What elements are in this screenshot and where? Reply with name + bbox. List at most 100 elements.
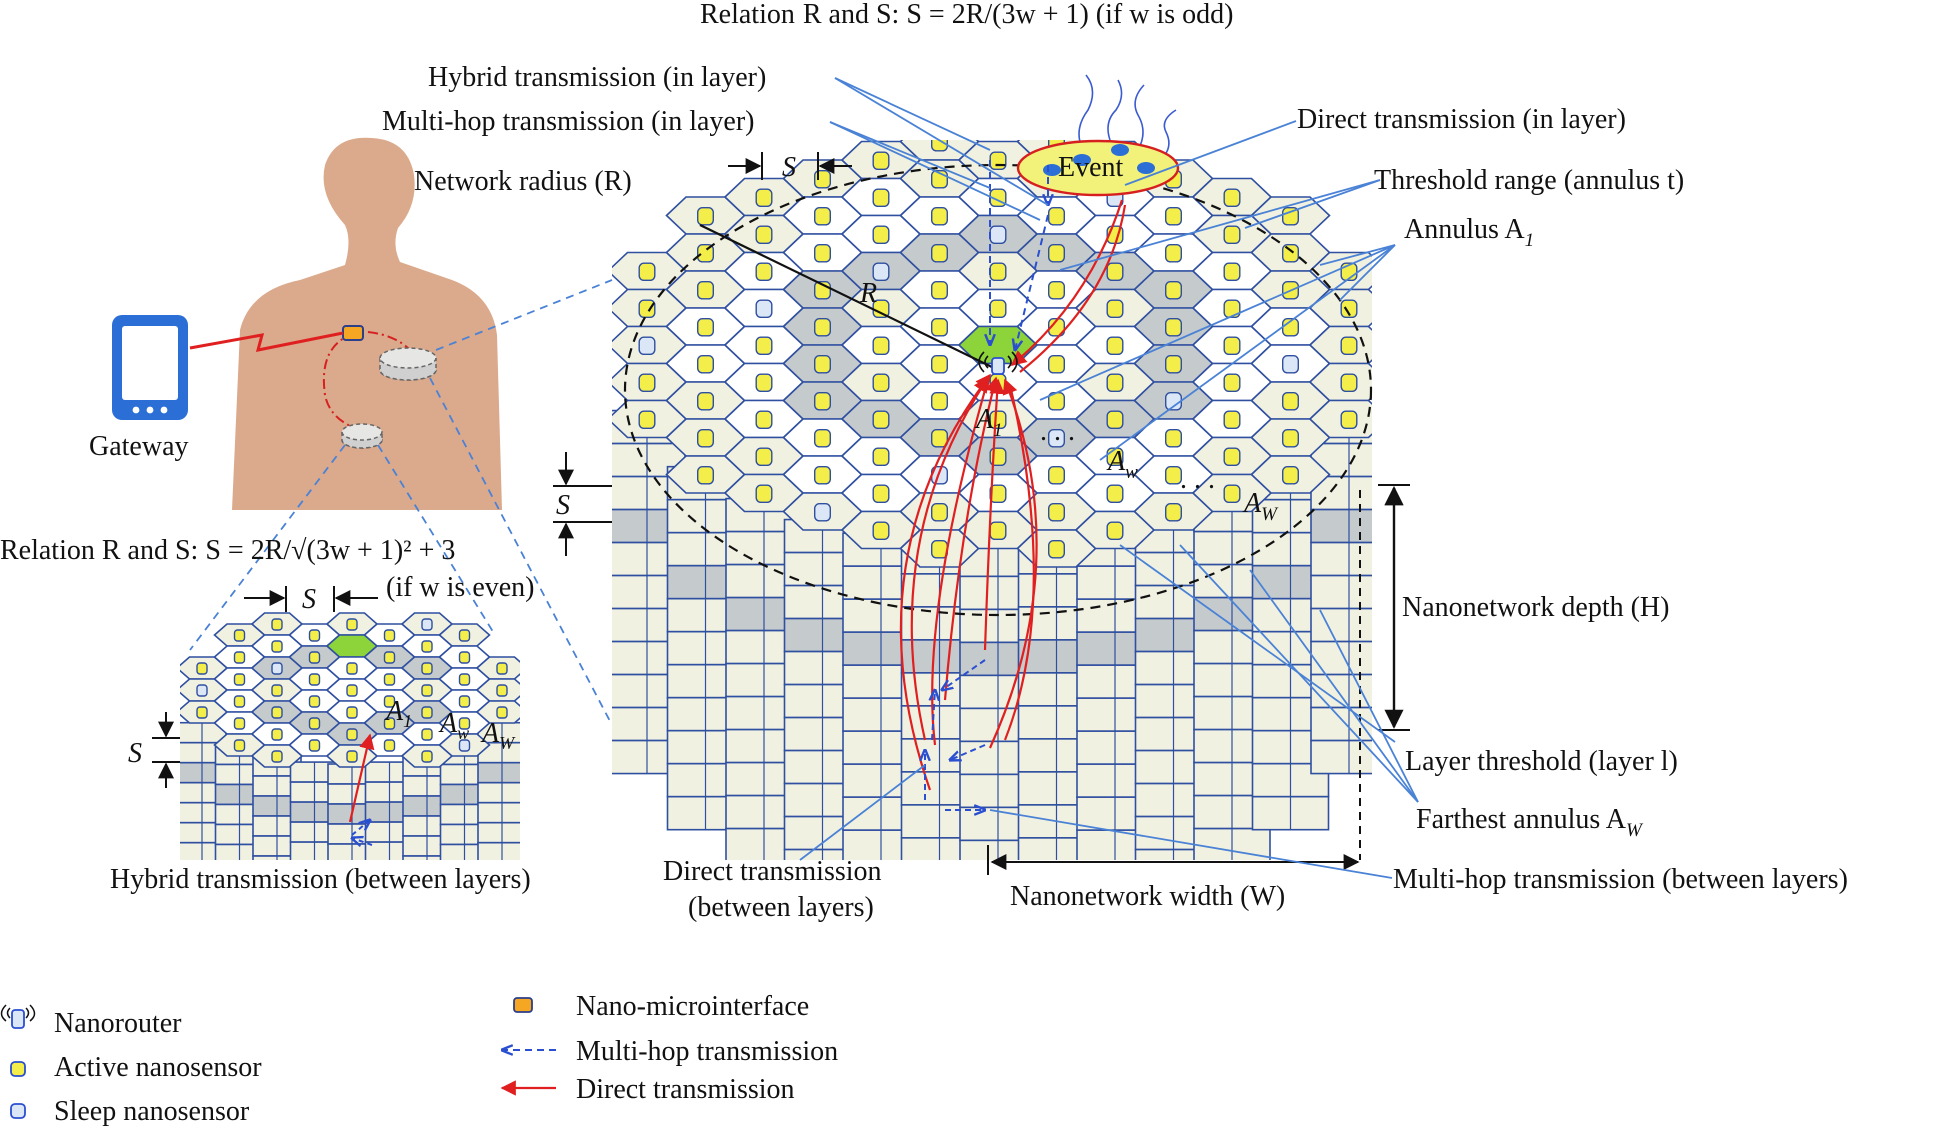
active-nanosensor [814,355,832,374]
active-nanosensor-icon [10,1061,26,1077]
active-nanosensor [1164,429,1182,448]
relation-even-condition: (if w is even) [386,572,535,603]
nanonetwork-depth-label: Nanonetwork depth (H) [1402,592,1669,623]
active-nanosensor [346,728,358,741]
active-nanosensor [308,695,321,708]
active-nanosensor [1281,392,1299,411]
active-nanosensor [1164,503,1182,522]
active-nanosensor [872,484,890,504]
legend-nanorouter-label: Nanorouter [54,1008,182,1039]
sleep-nanosensor [271,662,283,675]
active-nanosensor [1281,243,1299,263]
active-nanosensor [383,651,396,664]
active-nanosensor [1164,466,1182,485]
active-nanosensor [989,299,1007,319]
active-nanosensor [1047,540,1065,559]
active-nanosensor [1047,243,1065,263]
active-nanosensor [872,188,890,208]
dots-2: . . . [1180,464,1215,495]
active-nanosensor [308,717,321,730]
legend-multihop-row: Multi-hop transmission [502,1036,838,1067]
active-nanosensor [1047,318,1065,337]
inset-top-layer [180,612,520,768]
network-radius-circle [623,163,1373,617]
active-nanosensor [1106,299,1124,319]
active-nanosensor [346,706,358,719]
active-nanosensor [271,684,283,697]
active-nanosensor [697,281,715,300]
sleep-nanosensor [989,225,1007,245]
zoom-line-chest-top [435,279,613,351]
network-radius-label: Network radius (R) [414,166,632,197]
active-nanosensor [1340,373,1358,393]
active-nanosensor [989,151,1007,171]
active-nanosensor [1281,466,1299,485]
active-nanosensor [458,673,471,686]
active-nanosensor [196,706,208,719]
active-nanosensor [1106,484,1124,504]
active-nanosensor [814,392,832,411]
active-nanosensor [697,206,715,226]
active-nanosensor [271,728,283,741]
active-nanosensor [1047,355,1065,374]
active-nanosensor [755,336,773,356]
active-nanosensor [1106,410,1124,430]
gateway-device-icon [112,315,188,420]
human-torso [189,137,502,510]
zoom-line-abdomen-left [189,444,346,651]
active-nanosensor [308,673,321,686]
active-nanosensor [1106,521,1124,541]
active-nanosensor [1223,410,1241,430]
active-nanosensor [755,188,773,208]
active-nanosensor [697,392,715,411]
active-nanosensor [1223,484,1241,504]
event-label: Event [1058,152,1124,183]
sleep-nanosensor [458,739,471,752]
wall-cell [1310,640,1372,676]
active-nanosensor [638,410,656,430]
active-nanosensor [1106,336,1124,356]
active-nanosensor [1340,410,1358,430]
nano-microinterface-icon [342,325,364,341]
wall-cell [1310,508,1372,544]
relation-even-label: Relation R and S: S = 2R/√(3w + 1)² + 3 [0,535,455,566]
nanonetwork-top-layer [612,140,1372,568]
active-nanosensor [1047,503,1065,522]
active-nanosensor [697,355,715,374]
inset-aw-label: Aw [438,708,469,743]
s-symbol-inset-left: S [128,738,142,769]
active-nanosensor [872,225,890,245]
active-nanosensor [1340,336,1358,356]
active-nanosensor [421,662,433,675]
sleep-nanosensor-icon [10,1103,26,1119]
active-nanosensor [271,618,283,631]
depth-dimension [1378,484,1410,731]
leader-lines [799,77,1419,879]
active-nanosensor [872,373,890,393]
active-nanosensor [271,750,283,763]
hybrid-in-layer-label: Hybrid transmission (in layer) [428,62,766,93]
active-nanosensor [421,640,433,653]
active-nanosensor [814,429,832,448]
active-nanosensor [638,299,656,319]
direct-between-label-line2: (between layers) [688,892,874,923]
active-nanosensor [872,336,890,356]
big-aw-label: Aw [1106,446,1138,483]
active-nanosensor [271,640,283,653]
sleep-nanosensor [196,684,208,697]
active-nanosensor [872,447,890,467]
zoom-line-abdomen-right [377,444,496,636]
threshold-range-label: Threshold range (annulus t) [1374,165,1684,196]
active-nanosensor [496,706,508,719]
zoom-line-chest-bottom [429,377,613,726]
active-nanosensor [308,739,321,752]
active-nanosensor [755,447,773,467]
active-nanosensor [1164,281,1182,300]
active-nanosensor [233,739,246,752]
active-nanosensor [496,662,508,675]
gateway-wireless-link [189,331,344,352]
active-nanosensor [814,318,832,337]
legend: Nanorouter Active nanosensor Sleep nanos… [0,991,838,1127]
active-nanosensor [697,466,715,485]
